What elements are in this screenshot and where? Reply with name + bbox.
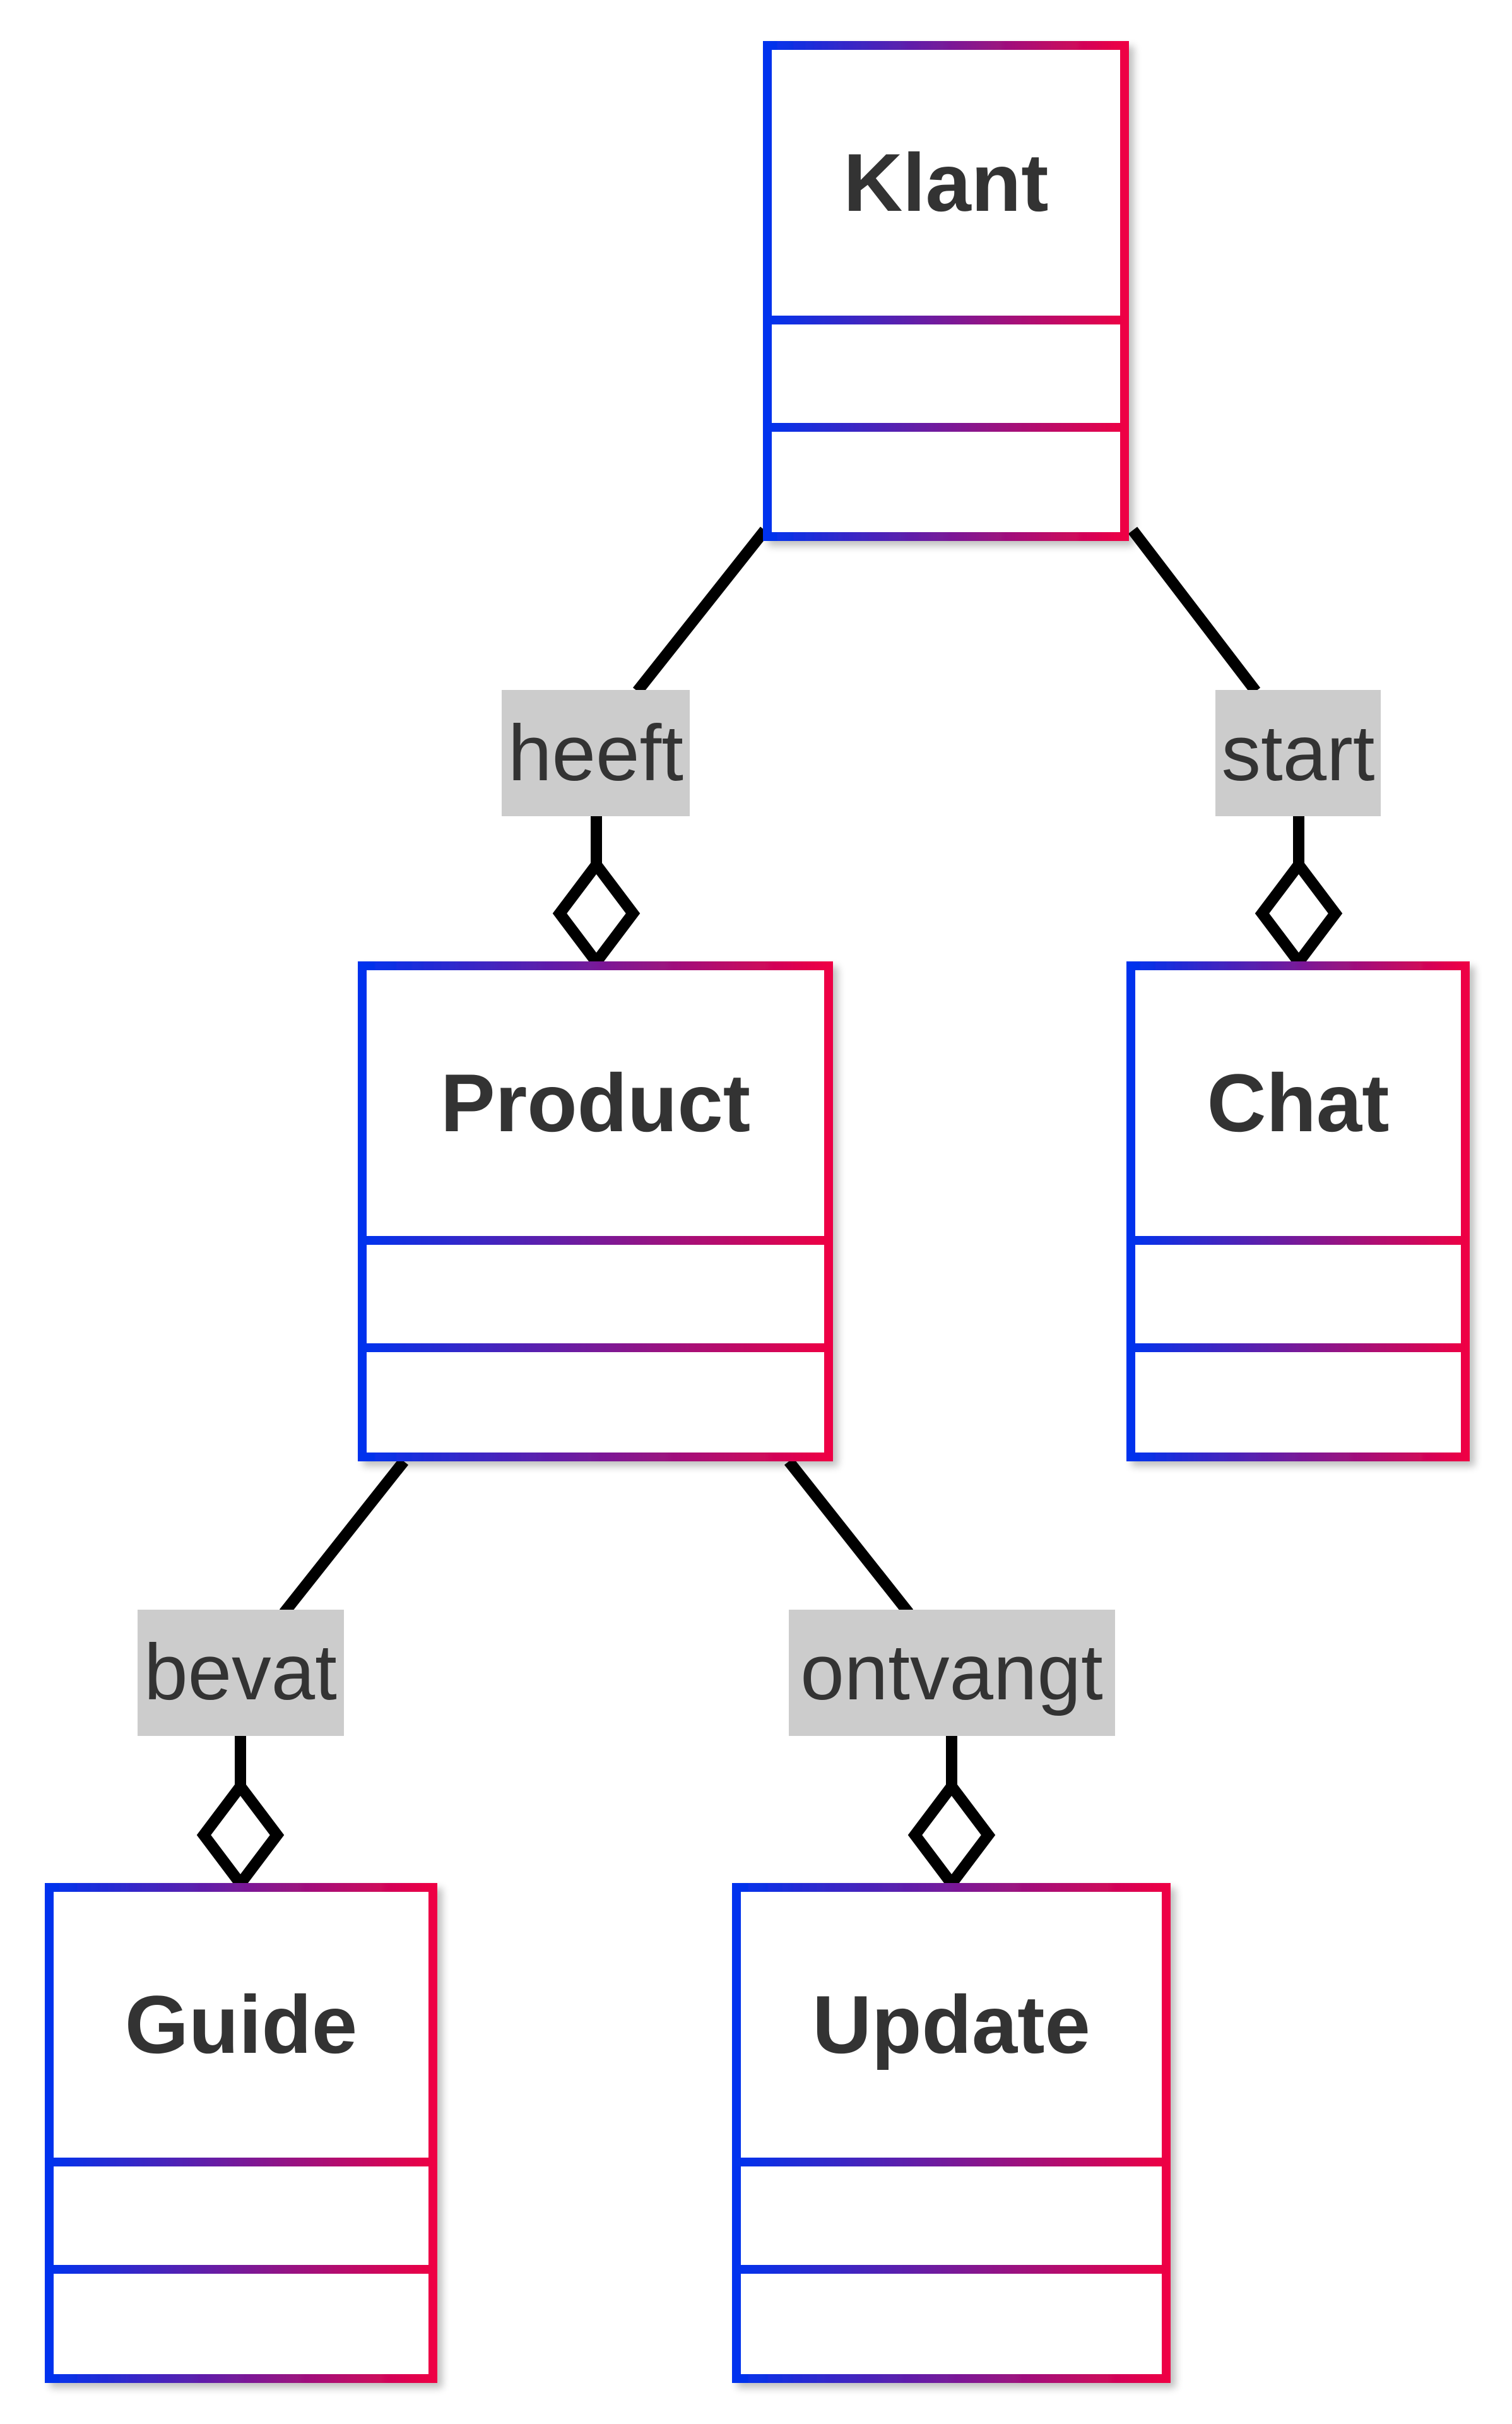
aggregation-diamond-icon xyxy=(907,1777,996,1893)
class-name-guide: Guide xyxy=(125,1978,357,2070)
aggregation-diamond-icon xyxy=(196,1777,285,1893)
edge-label-ontvangt: ontvangt xyxy=(800,1629,1103,1716)
edge-label-start: start xyxy=(1221,710,1374,797)
relation-product-update: ontvangt xyxy=(784,1458,1115,1893)
relation-product-guide: bevat xyxy=(138,1458,409,1893)
class-name-chat: Chat xyxy=(1207,1057,1390,1149)
edge-line xyxy=(279,1458,409,1617)
class-box-update[interactable]: Update xyxy=(732,1883,1171,2383)
edge-label-background xyxy=(138,1610,344,1736)
edge-label-background xyxy=(502,690,690,816)
edge-label-bevat: bevat xyxy=(144,1629,337,1716)
class-box-frame xyxy=(732,1883,1171,2383)
class-box-chat[interactable]: Chat xyxy=(1126,961,1470,1461)
edge-line xyxy=(632,526,770,695)
class-box-frame xyxy=(358,961,833,1461)
class-box-product[interactable]: Product xyxy=(358,961,833,1461)
aggregation-diamond-icon xyxy=(1255,855,1343,971)
relation-klant-product: heeft xyxy=(502,526,770,971)
aggregation-diamond-icon xyxy=(552,855,641,971)
class-box-frame xyxy=(45,1883,437,2383)
edge-label-background xyxy=(789,1610,1115,1736)
edge-line xyxy=(1128,526,1261,695)
class-name-update: Update xyxy=(812,1978,1090,2070)
class-box-guide[interactable]: Guide xyxy=(45,1883,437,2383)
edge-label-heeft: heeft xyxy=(508,710,683,797)
class-box-frame xyxy=(1126,961,1470,1461)
class-box-klant[interactable]: Klant xyxy=(763,41,1129,541)
class-name-product: Product xyxy=(440,1057,750,1149)
edge-line xyxy=(784,1458,914,1617)
class-box-frame xyxy=(763,41,1129,541)
relation-klant-chat: start xyxy=(1128,526,1381,971)
class-name-klant: Klant xyxy=(844,136,1049,229)
edge-label-background xyxy=(1215,690,1381,816)
